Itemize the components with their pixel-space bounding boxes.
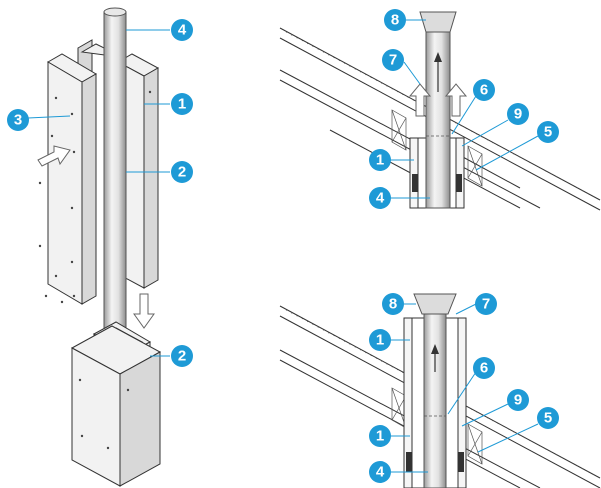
callout-tr-4: 4 <box>369 187 391 209</box>
svg-text:4: 4 <box>178 22 187 39</box>
callout-l-2a: 2 <box>171 161 193 183</box>
assembly-arrow-right <box>37 145 71 167</box>
svg-text:3: 3 <box>14 112 22 129</box>
svg-text:2: 2 <box>178 164 186 181</box>
svg-text:9: 9 <box>514 106 522 123</box>
callout-tr-1: 1 <box>369 149 391 171</box>
svg-text:2: 2 <box>178 348 186 365</box>
callout-tr-6: 6 <box>473 79 495 101</box>
svg-text:6: 6 <box>480 360 488 377</box>
callout-l-2b: 2 <box>171 345 193 367</box>
left-callouts: 4 1 3 2 2 <box>7 19 193 367</box>
svg-text:8: 8 <box>389 296 397 313</box>
bottom-right-callouts: 8 7 1 6 9 5 1 <box>369 293 559 483</box>
svg-text:9: 9 <box>514 392 522 409</box>
callout-br-1a: 1 <box>369 329 391 351</box>
lower-chimney-box <box>70 325 162 487</box>
svg-text:1: 1 <box>376 332 384 349</box>
callout-tr-7: 7 <box>382 49 404 71</box>
svg-text:1: 1 <box>376 152 384 169</box>
svg-text:1: 1 <box>376 428 384 445</box>
svg-text:7: 7 <box>389 52 397 69</box>
callout-br-5: 5 <box>537 407 559 429</box>
assembly-arrow-down <box>133 293 155 329</box>
callout-br-4: 4 <box>369 461 391 483</box>
detached-side-panel <box>38 53 97 305</box>
svg-text:4: 4 <box>376 190 385 207</box>
callout-tr-8: 8 <box>384 9 406 31</box>
rain-cap <box>419 11 457 33</box>
top-right-callouts: 8 7 6 9 5 1 4 <box>369 9 559 209</box>
airflow-arrow-left <box>408 83 432 117</box>
top-right-roof-section <box>279 11 601 211</box>
callout-tr-9: 9 <box>507 103 529 125</box>
callout-br-8: 8 <box>382 293 404 315</box>
svg-text:5: 5 <box>544 124 552 141</box>
svg-text:4: 4 <box>376 464 385 481</box>
central-flue-pipe <box>103 7 127 343</box>
callout-l-4: 4 <box>171 19 193 41</box>
rain-cap <box>413 293 457 315</box>
callout-br-1b: 1 <box>369 425 391 447</box>
callout-tr-5: 5 <box>537 121 559 143</box>
bottom-right-roof-section <box>279 293 601 488</box>
callout-br-7: 7 <box>475 293 497 315</box>
callout-br-9: 9 <box>507 389 529 411</box>
airflow-arrow-right <box>444 83 468 117</box>
callout-l-3: 3 <box>7 109 29 131</box>
svg-text:1: 1 <box>178 96 186 113</box>
svg-text:5: 5 <box>544 410 552 427</box>
callout-br-6: 6 <box>473 357 495 379</box>
svg-text:7: 7 <box>482 296 490 313</box>
left-exploded-assembly <box>37 7 162 487</box>
svg-text:8: 8 <box>391 12 399 29</box>
svg-text:6: 6 <box>480 82 488 99</box>
callout-l-1: 1 <box>171 93 193 115</box>
